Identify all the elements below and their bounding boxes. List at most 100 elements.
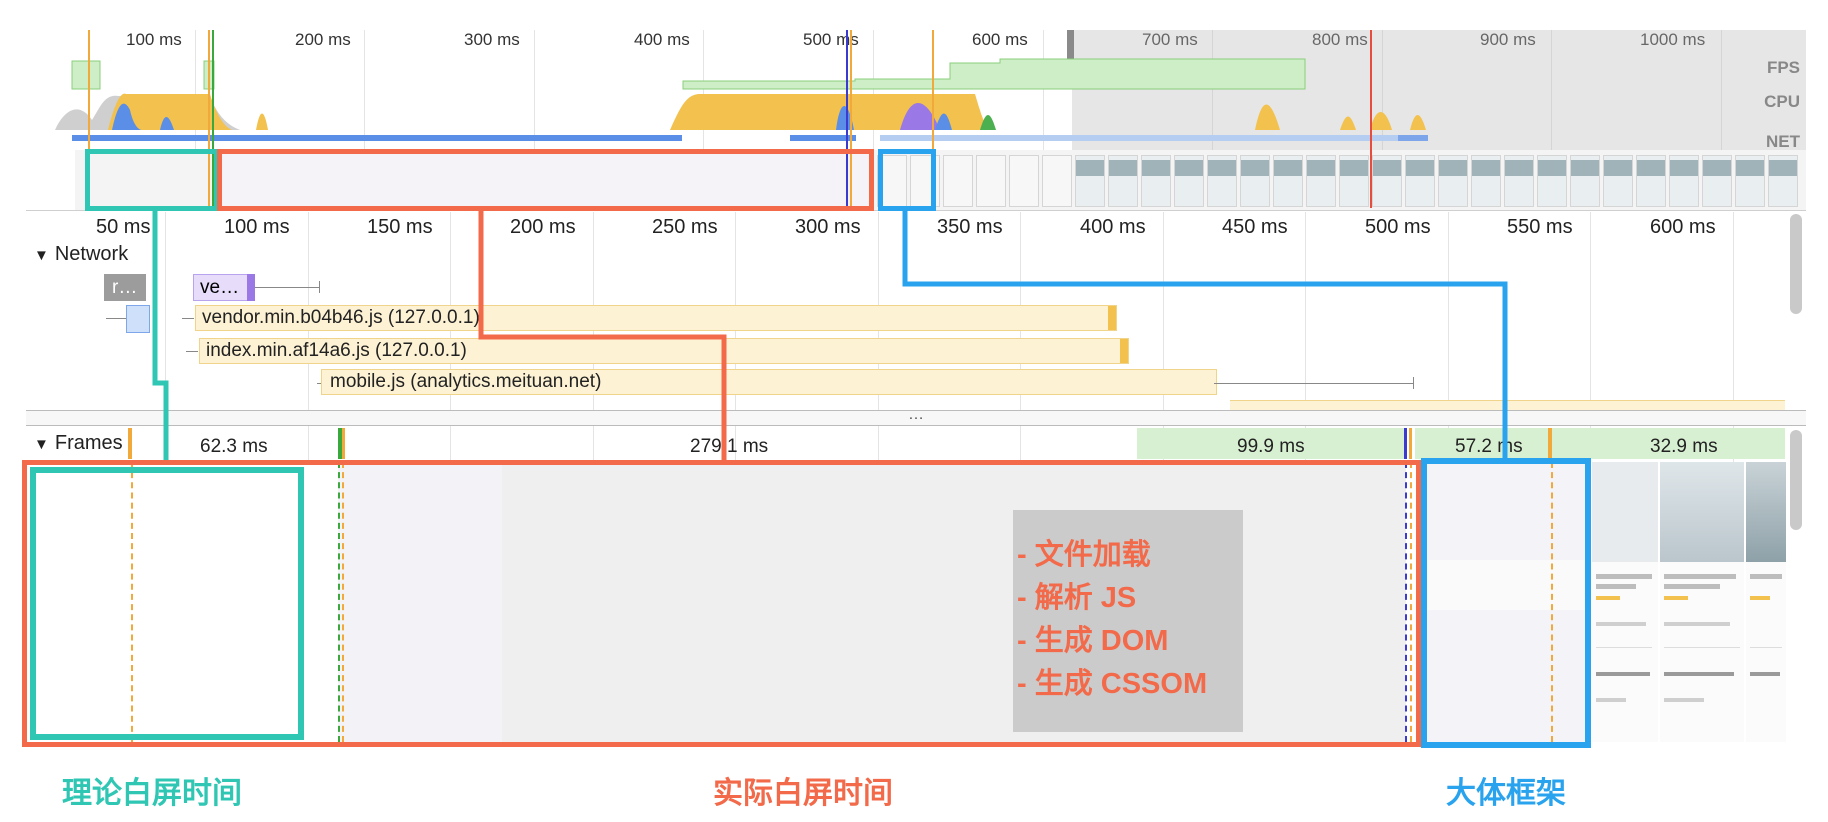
fmp-marker (932, 30, 934, 208)
frame-duration[interactable]: 62.3 ms (200, 436, 268, 457)
skeleton-overview-box (878, 149, 936, 211)
filmstrip-thumb (1768, 155, 1798, 207)
app-screenshot (1660, 462, 1744, 742)
filmstrip-thumb (943, 155, 973, 207)
filmstrip-thumb (1075, 155, 1105, 207)
theory-frames-box (30, 467, 304, 740)
request-label: index.min.af14a6.js (127.0.0.1) (206, 340, 467, 361)
filmstrip-thumb (1702, 155, 1732, 207)
filmstrip-thumb (1372, 155, 1402, 207)
overview-tick: 800 ms (1312, 30, 1368, 49)
overview-tick: 200 ms (295, 30, 351, 49)
network-scrollbar[interactable] (1790, 214, 1802, 314)
filmstrip-thumb (1009, 155, 1039, 207)
filmstrip-thumb (1504, 155, 1534, 207)
filmstrip-thumb (1207, 155, 1237, 207)
net-graph (0, 132, 1828, 146)
filmstrip-thumb (1339, 155, 1369, 207)
loading-steps-note: - 文件加载 - 解析 JS - 生成 DOM - 生成 CSSOM (1013, 510, 1243, 732)
theory-overview-box (85, 149, 219, 211)
skeleton-frames-box (1421, 458, 1591, 748)
filmstrip-thumb (1042, 155, 1072, 207)
frame-duration[interactable]: 99.9 ms (1237, 436, 1305, 457)
flame-tick: 500 ms (1365, 216, 1431, 238)
overview-tick: 700 ms (1142, 30, 1198, 49)
note-line: - 解析 JS (1017, 582, 1137, 614)
filmstrip-thumb (1735, 155, 1765, 207)
dcl-marker (88, 30, 90, 208)
note-line: - 文件加载 (1017, 539, 1151, 571)
network-request-bar[interactable]: r… (104, 274, 146, 301)
flame-tick: 550 ms (1507, 216, 1573, 238)
network-section-header[interactable]: ▼ Network (34, 243, 128, 266)
frames-section-label: Frames (54, 432, 123, 454)
filmstrip-thumb (1438, 155, 1468, 207)
selection-handle[interactable] (1067, 30, 1074, 60)
flame-tick: 200 ms (510, 216, 576, 238)
cpu-track-label: CPU (1764, 92, 1800, 111)
filmstrip-thumb (1240, 155, 1270, 207)
filmstrip-thumb (1405, 155, 1435, 207)
flame-tick: 600 ms (1650, 216, 1716, 238)
flame-tick: 100 ms (224, 216, 290, 238)
network-request-bar[interactable]: vendor.min.b04b46.js (127.0.0.1) (195, 305, 1117, 331)
overview-tick: 400 ms (634, 30, 690, 49)
filmstrip-thumb (1108, 155, 1138, 207)
network-section-label: Network (54, 243, 129, 265)
cpu-graph (55, 93, 1426, 130)
filmstrip-thumb (976, 155, 1006, 207)
flame-tick: 300 ms (795, 216, 861, 238)
panel-splitter[interactable]: … (26, 407, 1806, 426)
note-line: - 生成 CSSOM (1017, 668, 1208, 700)
filmstrip-thumb (1471, 155, 1501, 207)
filmstrip-thumb (1636, 155, 1666, 207)
dcl-marker-2 (846, 30, 848, 208)
actual-white-screen-caption: 实际白屏时间 (713, 777, 893, 810)
overview-tick: 600 ms (972, 30, 1028, 49)
note-line: - 生成 DOM (1017, 625, 1169, 657)
load-marker-2 (850, 30, 852, 208)
network-request-bar[interactable]: mobile.js (analytics.meituan.net) (321, 369, 1217, 395)
app-screenshot (1746, 462, 1786, 742)
request-short-label: ve… (200, 277, 240, 298)
filmstrip-thumb (1174, 155, 1204, 207)
overview-tick: 1000 ms (1640, 30, 1706, 49)
request-short-label: r… (112, 277, 138, 298)
net-track-label: NET (1766, 132, 1800, 151)
flame-tick: 250 ms (652, 216, 718, 238)
flame-tick: 350 ms (937, 216, 1003, 238)
flame-tick: 50 ms (96, 216, 151, 238)
overview-tick: 900 ms (1480, 30, 1536, 49)
flame-tick: 400 ms (1080, 216, 1146, 238)
request-label: vendor.min.b04b46.js (127.0.0.1) (202, 307, 480, 328)
frame-duration[interactable]: 279.1 ms (690, 436, 769, 457)
network-request-bar[interactable]: ve… (193, 274, 255, 301)
fps-track-label: FPS (1766, 58, 1800, 77)
filmstrip-thumb (1306, 155, 1336, 207)
frames-scrollbar[interactable] (1790, 430, 1802, 530)
skeleton-caption: 大体框架 (1446, 777, 1566, 810)
filmstrip-thumb (1537, 155, 1567, 207)
filmstrip-thumb (1570, 155, 1600, 207)
flame-tick: 450 ms (1222, 216, 1288, 238)
overview-tick: 500 ms (803, 30, 859, 49)
frames-section-header[interactable]: ▼Frames (34, 432, 123, 455)
request-label: mobile.js (analytics.meituan.net) (330, 371, 602, 392)
filmstrip-thumb (1603, 155, 1633, 207)
overview-tick: 100 ms (126, 30, 182, 49)
overview-tick: 300 ms (464, 30, 520, 49)
splitter-dots: … (908, 406, 924, 423)
expand-triangle-icon: ▼ (34, 247, 49, 264)
theory-white-screen-caption: 理论白屏时间 (62, 777, 242, 810)
app-screenshot (1592, 462, 1658, 742)
red-marker (1370, 30, 1372, 208)
actual-overview-box (217, 149, 874, 211)
actual-frames-box (22, 460, 1421, 747)
load-marker (208, 30, 210, 208)
filmstrip-thumb (1141, 155, 1171, 207)
frame-duration[interactable]: 32.9 ms (1650, 436, 1718, 457)
filmstrip-thumb (1273, 155, 1303, 207)
fp-marker (212, 30, 214, 208)
filmstrip-thumb (1669, 155, 1699, 207)
